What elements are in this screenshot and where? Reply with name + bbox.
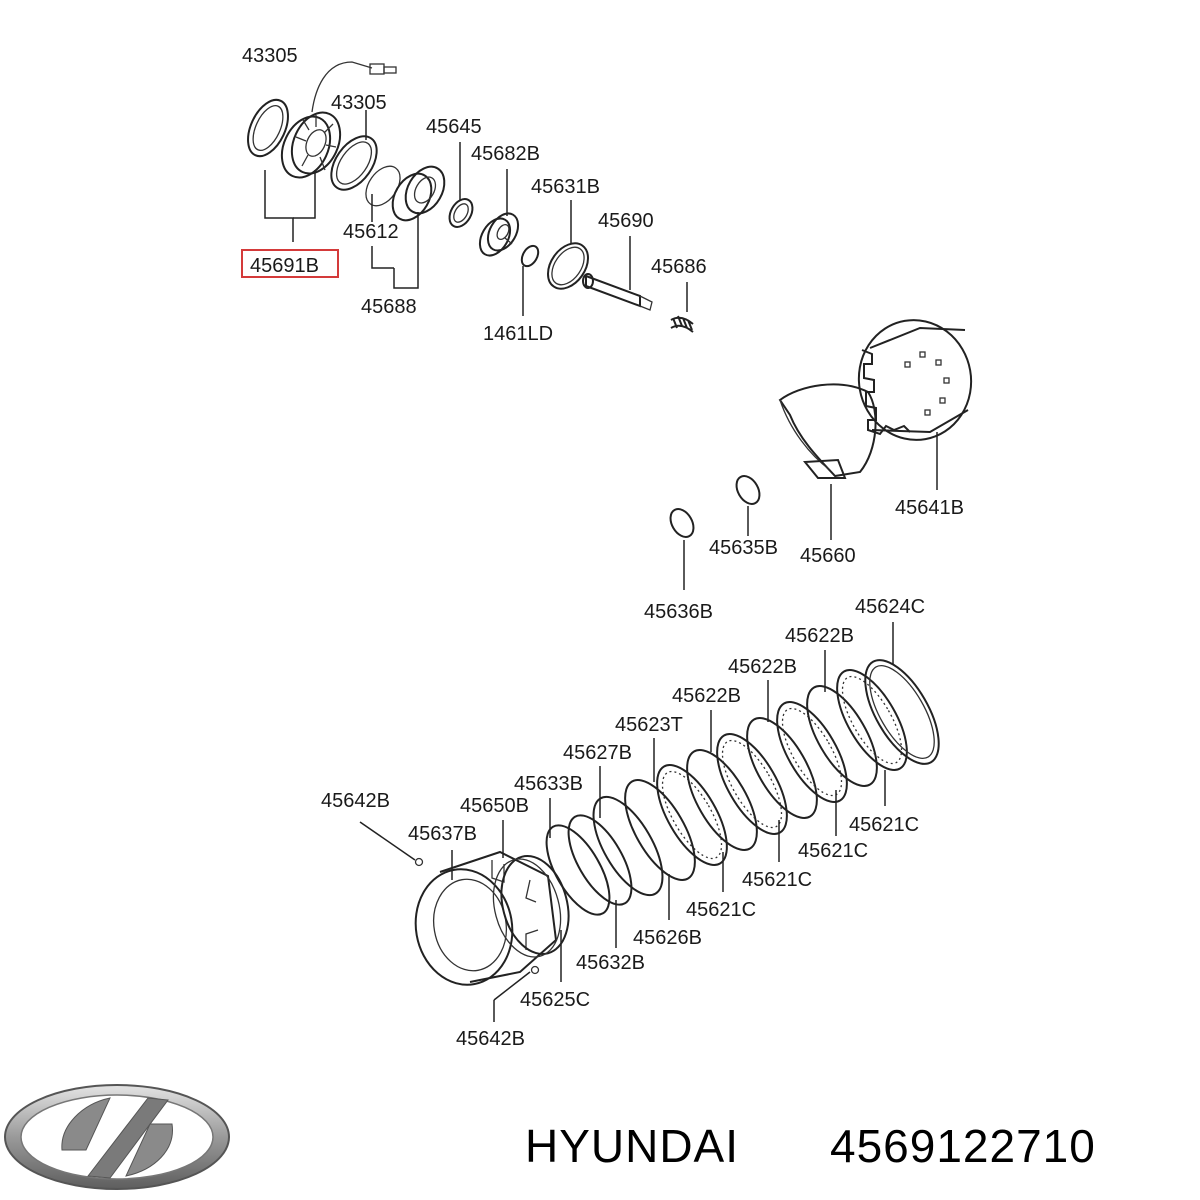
part-plate-45624C bbox=[864, 659, 940, 765]
part-retainer-45637B bbox=[414, 850, 558, 986]
label-45688: 45688 bbox=[361, 296, 417, 318]
label-45633B: 45633B bbox=[514, 773, 583, 795]
label-45612: 45612 bbox=[343, 221, 399, 243]
label-45686: 45686 bbox=[651, 256, 707, 278]
label-45624C: 45624C bbox=[855, 596, 925, 618]
part-rod-45690 bbox=[582, 273, 653, 311]
label-45642B: 45642B bbox=[321, 790, 390, 812]
label-45626B: 45626B bbox=[633, 927, 702, 949]
part-drum-45641B bbox=[857, 319, 973, 441]
label-45690: 45690 bbox=[598, 210, 654, 232]
label-43305: 43305 bbox=[331, 92, 387, 114]
label-45632B: 45632B bbox=[576, 952, 645, 974]
label-45623T: 45623T bbox=[615, 714, 683, 736]
label-45621C: 45621C bbox=[686, 899, 756, 921]
part-labels: 43305 43305 45645 45682B 45631B 45690 45… bbox=[241, 45, 964, 1050]
part-ring-45633B bbox=[545, 824, 611, 916]
leader-lines-lower bbox=[359, 622, 894, 1022]
part-snap-ring-43305a bbox=[247, 98, 289, 158]
label-45621C: 45621C bbox=[849, 814, 919, 836]
part-ring-45636B bbox=[669, 508, 695, 538]
part-retainer-45688 bbox=[391, 165, 446, 222]
leader-lines-middle bbox=[683, 432, 938, 590]
part-disc-45621C-1 bbox=[716, 733, 788, 835]
part-ring-45631B bbox=[547, 242, 589, 290]
part-disc-45621C-3 bbox=[836, 669, 908, 771]
part-ring-45632B bbox=[567, 814, 633, 906]
part-plate-45626B bbox=[624, 779, 696, 881]
part-plate-45622B-1 bbox=[686, 749, 758, 851]
label-45627B: 45627B bbox=[563, 742, 632, 764]
part-ring-45635B bbox=[735, 475, 761, 505]
hyundai-logo-icon bbox=[4, 1084, 230, 1190]
part-spring-45686 bbox=[670, 315, 694, 333]
label-45625C: 45625C bbox=[520, 989, 590, 1011]
brand-name: HYUNDAI bbox=[525, 1120, 739, 1172]
part-piston-45650B bbox=[492, 854, 570, 958]
part-balls-45642B bbox=[414, 857, 540, 975]
part-plate-45622B-2 bbox=[746, 717, 818, 819]
part-snap-ring-43305b bbox=[330, 135, 378, 191]
label-45682B: 45682B bbox=[471, 143, 540, 165]
label-45650B: 45650B bbox=[460, 795, 529, 817]
part-band-45660 bbox=[778, 383, 877, 479]
label-45645: 45645 bbox=[426, 116, 482, 138]
part-washer-1461LD bbox=[520, 244, 540, 268]
label-45636B: 45636B bbox=[644, 601, 713, 623]
part-plate-45622B-3 bbox=[806, 685, 878, 787]
label-45622B: 45622B bbox=[728, 656, 797, 678]
label-45641B: 45641B bbox=[895, 497, 964, 519]
label-45660: 45660 bbox=[800, 545, 856, 567]
label-45691B: 45691B bbox=[250, 255, 319, 277]
label-45621C: 45621C bbox=[798, 840, 868, 862]
part-disc-45623T bbox=[656, 764, 728, 866]
label-45622B: 45622B bbox=[672, 685, 741, 707]
label-45642B: 45642B bbox=[456, 1028, 525, 1050]
leader-lines-upper bbox=[264, 110, 688, 316]
label-45637B: 45637B bbox=[408, 823, 477, 845]
label-43305: 43305 bbox=[242, 45, 298, 67]
highlight-box bbox=[241, 249, 339, 278]
part-number: 4569122710 bbox=[830, 1120, 1096, 1172]
label-45631B: 45631B bbox=[531, 176, 600, 198]
label-45621C: 45621C bbox=[742, 869, 812, 891]
label-1461LD: 1461LD bbox=[483, 323, 553, 345]
part-valve-45682B bbox=[478, 212, 520, 257]
label-45622B: 45622B bbox=[785, 625, 854, 647]
part-ring-45645 bbox=[448, 198, 474, 228]
part-piston-45691B bbox=[280, 61, 397, 179]
label-45635B: 45635B bbox=[709, 537, 778, 559]
